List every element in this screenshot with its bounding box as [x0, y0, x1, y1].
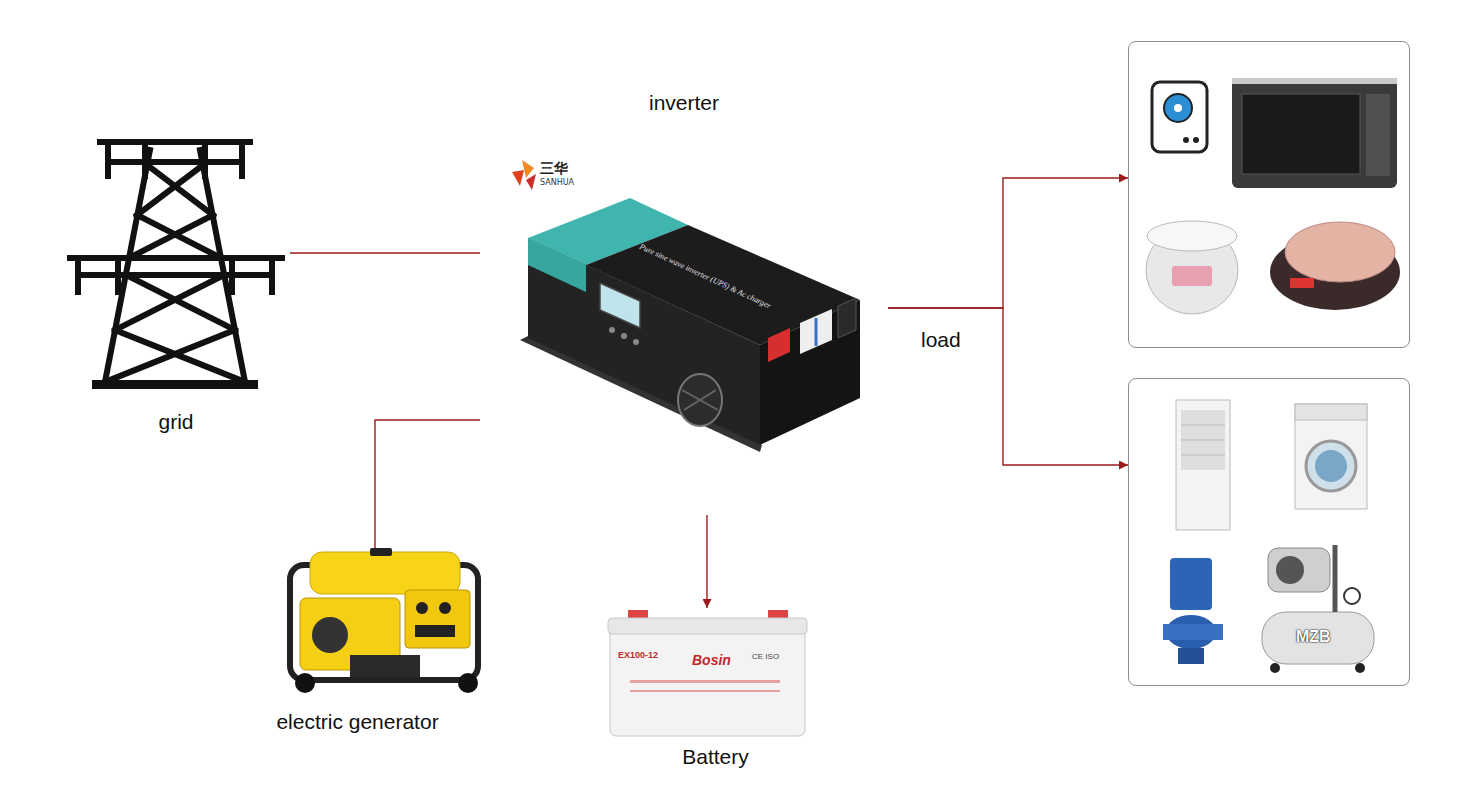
label-holder: Bosin	[692, 652, 731, 668]
device-print: MZB	[1296, 628, 1331, 646]
label-holder: 三华	[540, 160, 568, 176]
pylon-icon	[70, 142, 282, 382]
label-holder: Pure sine wave inverter (UPS) & Ac charg…	[638, 242, 772, 311]
appliance-icons	[1146, 78, 1400, 314]
device-print: EX100-12	[618, 650, 658, 660]
label-holder: SANHUA	[540, 178, 574, 187]
inverter-node: inverter	[480, 85, 888, 515]
load-label: load	[921, 328, 961, 352]
connector-line	[888, 178, 1128, 308]
label-holder: EX100-12	[618, 650, 658, 660]
appliance-icons	[1163, 400, 1374, 673]
label-holder: load	[921, 328, 961, 352]
brand-logo	[512, 160, 536, 190]
generator-node: electric generator	[250, 548, 465, 738]
inverter-device	[520, 198, 860, 452]
grid-node: grid	[62, 128, 290, 440]
node-caption: Battery	[682, 745, 749, 769]
pylon-base	[92, 380, 258, 389]
node-caption: electric generator	[276, 710, 438, 734]
connector-line	[290, 252, 480, 253]
node-caption: inverter	[649, 91, 719, 115]
label-holder: MZB	[1296, 628, 1331, 646]
device-print: Bosin	[692, 652, 731, 668]
brand-name: 三华	[540, 160, 568, 176]
connector-line	[375, 420, 480, 548]
load-group-box	[1128, 41, 1410, 348]
battery-node: Battery	[598, 608, 833, 773]
connector-line	[888, 308, 1128, 465]
load-group-box	[1128, 378, 1410, 686]
connector-line	[706, 515, 707, 608]
brand-name: SANHUA	[540, 178, 574, 187]
device-print: Pure sine wave inverter (UPS) & Ac charg…	[638, 242, 772, 311]
battery-device	[608, 610, 807, 736]
device-print: CE ISO	[752, 652, 779, 661]
node-caption: grid	[158, 410, 193, 434]
label-holder: CE ISO	[752, 652, 779, 661]
generator-device	[290, 548, 478, 693]
